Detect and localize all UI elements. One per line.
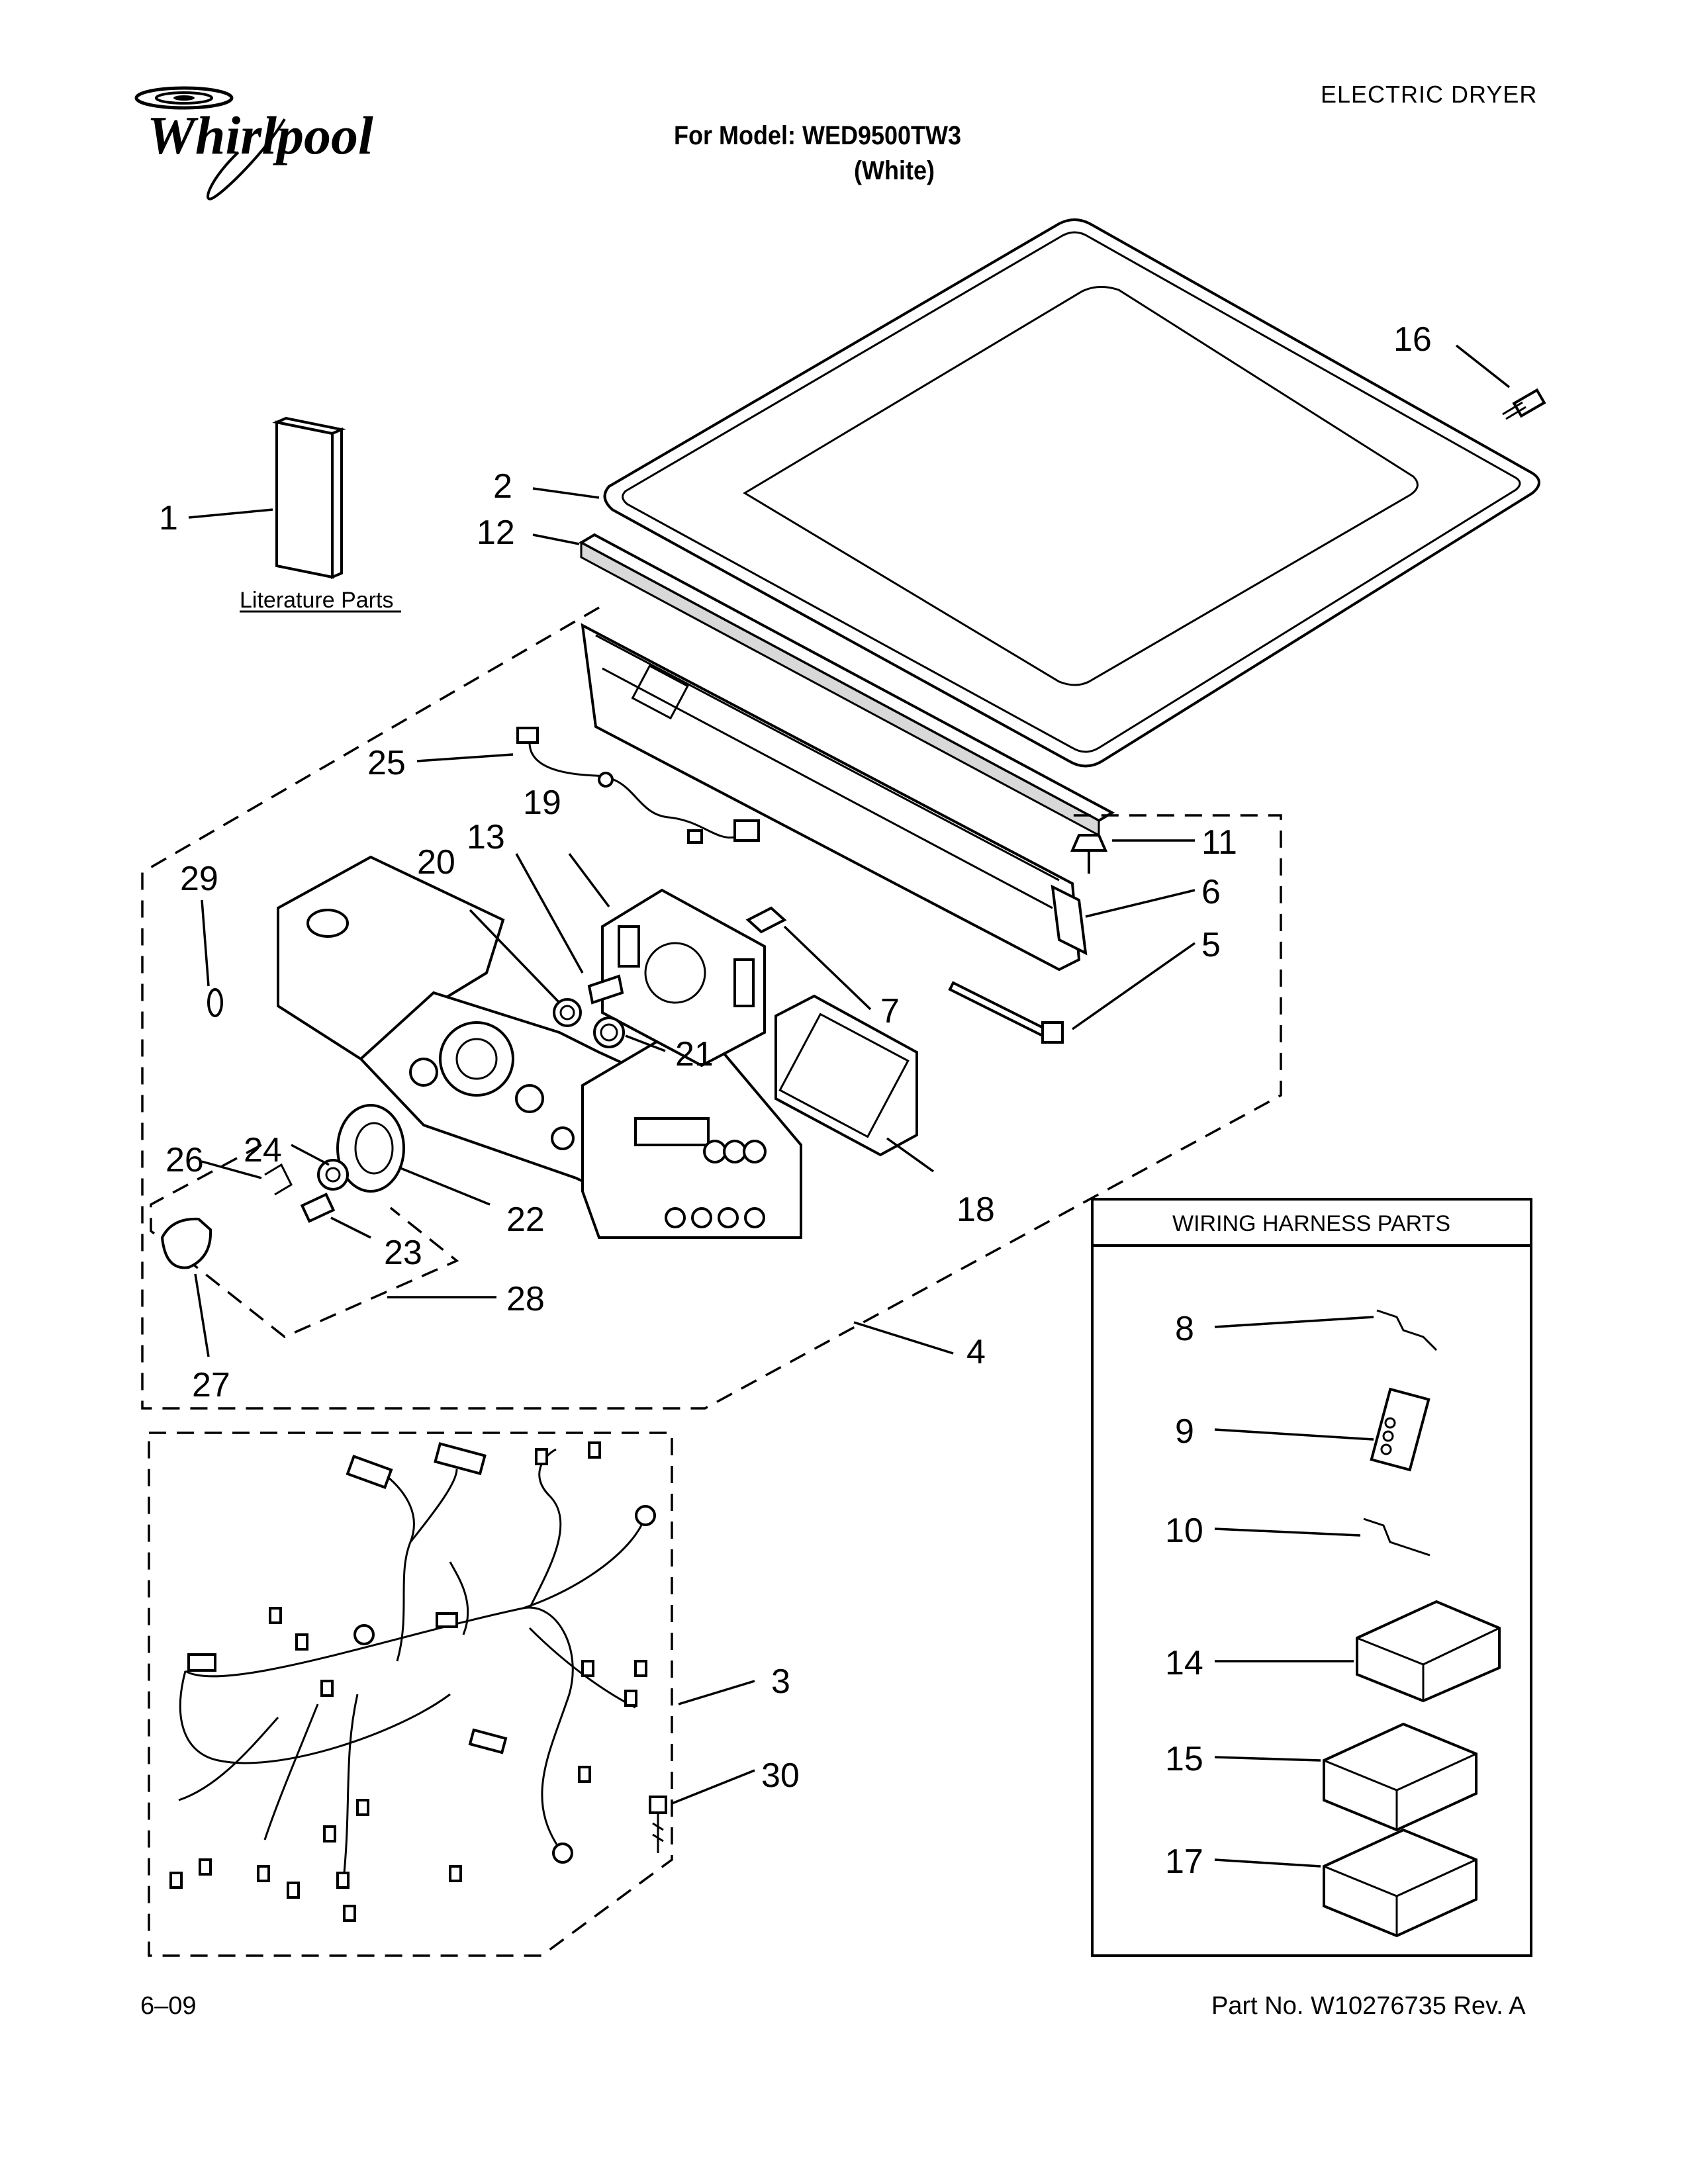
callout-10: 10 [1165,1512,1203,1550]
callout-7: 7 [880,992,900,1030]
knob-ring-22 [336,1104,405,1193]
encoder-13 [587,974,624,1005]
clip-11 [1070,834,1108,874]
callout-9: 9 [1175,1412,1194,1451]
callout-17: 17 [1165,1843,1203,1881]
disc-29 [207,988,223,1017]
knob-assembly-outline [150,1144,459,1339]
control-knob-cluster [665,1140,767,1228]
color-line: (White) [854,156,935,185]
cable-tie-5 [948,981,1064,1044]
callout-20: 20 [417,843,455,882]
screw-30 [649,1796,667,1853]
callout-18: 18 [957,1191,995,1229]
wiring-box-title: WIRING HARNESS PARTS [1172,1211,1450,1236]
callout-5: 5 [1201,926,1221,964]
literature-booklet [272,416,346,580]
callout-4: 4 [966,1333,986,1371]
connector-17 [1323,1828,1477,1938]
bracket-7 [745,906,787,934]
control-console-fascia [277,855,802,1239]
terminal-8 [1376,1309,1438,1351]
whirlpool-logo: Whirlpool [134,86,373,201]
callout-3: 3 [771,1662,790,1701]
callout-30: 30 [761,1756,800,1795]
callout-28: 28 [506,1280,545,1318]
wiring-harness-parts-box: WIRING HARNESS PARTS [1091,1198,1532,1957]
revision-date: 6–09 [140,1992,197,2020]
part-number: Part No. W10276735 Rev. A [1211,1992,1526,2020]
connector-14 [1356,1600,1501,1703]
callout-26: 26 [165,1141,204,1179]
callout-23: 23 [384,1234,422,1272]
callout-16: 16 [1393,320,1432,359]
bearing-24 [317,1159,349,1191]
control-board-19 [601,888,766,1068]
callout-numbers: 1 2 3 4 5 6 7 8 9 10 11 12 13 14 15 16 1… [159,320,1432,1881]
leader-lines [188,344,1511,1868]
harness-25 [516,727,760,844]
connector-9 [1370,1387,1430,1472]
main-wiring-harness [169,1441,656,1922]
literature-label: Literature Parts [240,588,393,613]
callout-13: 13 [467,818,505,856]
callout-12: 12 [477,514,515,552]
screw-16 [1502,388,1546,420]
product-type: ELECTRIC DRYER [1321,81,1538,108]
model-line: For Model: WED9500TW3 [674,121,962,150]
callout-15: 15 [1165,1740,1203,1778]
console-assembly-outline [141,606,1282,1410]
callout-11: 11 [1201,823,1237,862]
display-board-18 [774,994,918,1157]
callout-6: 6 [1201,873,1221,911]
callout-19: 19 [523,784,561,822]
encoder-20 [553,998,582,1027]
dryer-top-panel [603,218,1540,768]
spring-26 [264,1163,293,1196]
callout-22: 22 [506,1201,545,1239]
terminal-10 [1363,1518,1430,1557]
callout-8: 8 [1175,1310,1194,1348]
knob-27 [160,1217,212,1269]
harness-outline [148,1432,673,1957]
callout-24: 24 [244,1131,282,1169]
brand-wordmark: Whirlpool [147,105,373,165]
callout-1: 1 [159,499,178,537]
callout-29: 29 [180,860,218,898]
console-bracket [581,623,1088,972]
callout-27: 27 [192,1366,230,1404]
clip-23 [300,1193,336,1223]
ring-21 [593,1017,625,1048]
callout-25: 25 [367,744,406,782]
callout-21: 21 [675,1035,714,1073]
callout-14: 14 [1165,1644,1203,1682]
callout-2: 2 [493,467,512,506]
trim-strip [578,533,1115,837]
connector-15 [1323,1722,1477,1832]
